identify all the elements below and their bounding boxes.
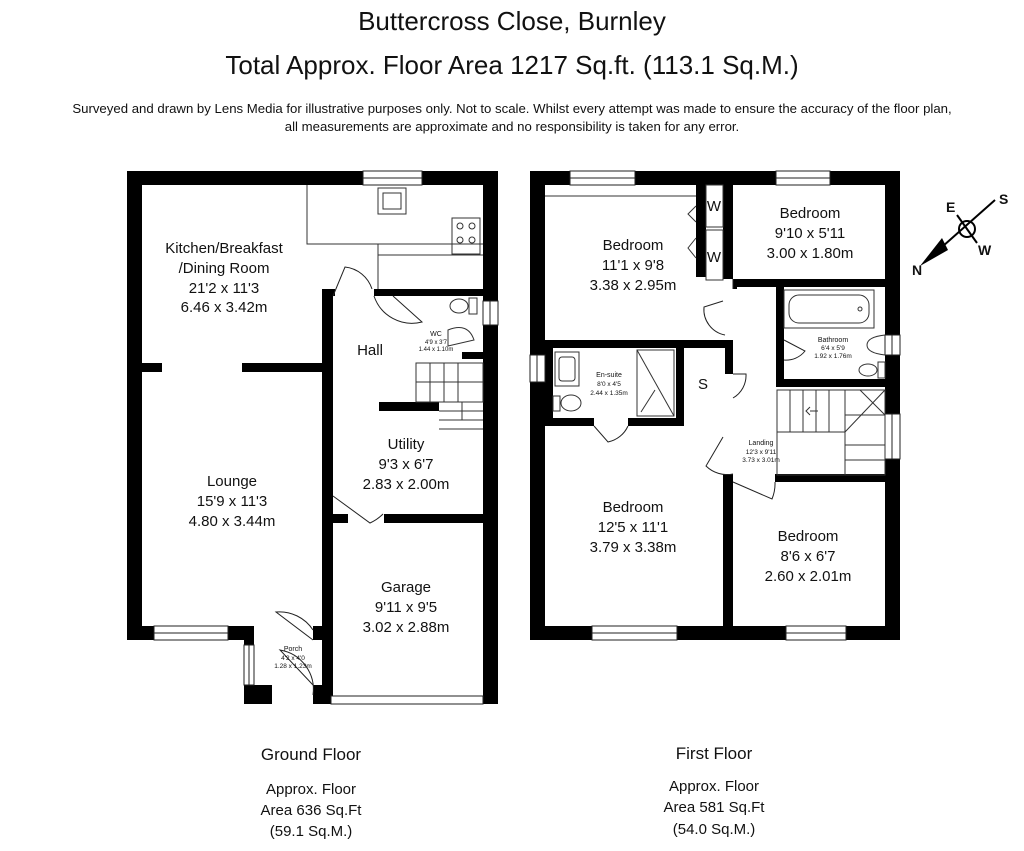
- bedroom-1-metric: 3.38 x 2.95m: [590, 277, 677, 294]
- utility-name: Utility: [388, 436, 425, 453]
- wc-imperial: 4'9 x 3'7: [425, 340, 448, 346]
- bedroom-4-imperial: 8'6 x 6'7: [781, 548, 836, 565]
- first-floor-area-3: (54.0 Sq.M.): [673, 821, 756, 838]
- wardrobe-2-label: W: [707, 249, 722, 266]
- landing-name: Landing: [749, 440, 774, 447]
- bedroom-2-metric: 3.00 x 1.80m: [767, 245, 854, 262]
- hall-name: Hall: [357, 342, 383, 359]
- landing-metric: 3.73 x 3.01m: [742, 457, 780, 464]
- porch-name: Porch: [284, 646, 302, 653]
- wc-metric: 1.44 x 1.10m: [419, 347, 454, 353]
- bathroom-fittings: [783, 289, 886, 379]
- compass-east: E: [946, 199, 955, 215]
- ground-floor-labels: Kitchen/Breakfast /Dining Room 21'2 x 11…: [165, 240, 453, 670]
- kitchen-metric: 6.46 x 3.42m: [181, 299, 268, 316]
- first-floor-caption: First Floor Approx. Floor Area 581 Sq.Ft…: [664, 744, 766, 838]
- bathroom-metric: 1.92 x 1.76m: [814, 353, 852, 360]
- store-label: S: [698, 376, 708, 393]
- kitchen-units: [306, 185, 483, 289]
- first-floor-area-2: Area 581 Sq.Ft: [664, 799, 766, 816]
- wardrobe-1-label: W: [707, 198, 722, 215]
- porch-metric: 1.28 x 1.23m: [274, 663, 312, 670]
- bedroom-3-metric: 3.79 x 3.38m: [590, 539, 677, 556]
- ground-floor-doors: [274, 266, 424, 696]
- first-floor-doors: [593, 279, 806, 500]
- compass-icon: N E S W: [912, 191, 1008, 278]
- bedroom-3-name: Bedroom: [603, 499, 664, 516]
- bedroom-2-name: Bedroom: [780, 205, 841, 222]
- bedroom-3-imperial: 12'5 x 11'1: [598, 519, 669, 536]
- lounge-name: Lounge: [207, 473, 257, 490]
- ground-floor-walls: [127, 171, 498, 704]
- kitchen-name-2: /Dining Room: [179, 260, 270, 277]
- disclaimer-line-1: Surveyed and drawn by Lens Media for ill…: [72, 101, 952, 116]
- first-floor-walls: [530, 171, 900, 640]
- kitchen-imperial: 21'2 x 11'3: [189, 280, 260, 297]
- compass-north: N: [912, 262, 922, 278]
- compass-west: W: [978, 242, 992, 258]
- utility-imperial: 9'3 x 6'7: [379, 456, 434, 473]
- ground-floor-caption: Ground Floor Approx. Floor Area 636 Sq.F…: [261, 745, 363, 840]
- ground-floor-label: Ground Floor: [261, 745, 361, 764]
- bedroom-1-imperial: 11'1 x 9'8: [602, 257, 664, 274]
- kitchen-name-1: Kitchen/Breakfast: [165, 240, 283, 257]
- ensuite-fittings: [552, 349, 675, 417]
- ground-floor-area-1: Approx. Floor: [266, 781, 356, 798]
- bedroom-2-imperial: 9'10 x 5'11: [775, 225, 846, 242]
- first-floor-labels: Bedroom 11'1 x 9'8 3.38 x 2.95m Bedroom …: [590, 198, 854, 585]
- bedroom-4-metric: 2.60 x 2.01m: [765, 568, 852, 585]
- wardrobe-outlines: [545, 184, 724, 281]
- lounge-metric: 4.80 x 3.44m: [189, 513, 276, 530]
- first-floor-label: First Floor: [676, 744, 753, 763]
- wc-fittings: [447, 297, 478, 347]
- total-floor-area: Total Approx. Floor Area 1217 Sq.ft. (11…: [225, 50, 799, 80]
- landing-imperial: 12'3 x 9'11: [746, 449, 777, 456]
- garage-imperial: 9'11 x 9'5: [375, 599, 437, 616]
- ground-floor-stairs: [415, 362, 484, 430]
- ensuite-name: En-suite: [596, 372, 622, 379]
- ensuite-imperial: 8'0 x 4'5: [597, 381, 621, 388]
- garage-name: Garage: [381, 579, 431, 596]
- first-floor-windows: [529, 170, 901, 641]
- ground-floor-plan: Kitchen/Breakfast /Dining Room 21'2 x 11…: [127, 170, 499, 840]
- ground-floor-windows: [153, 170, 499, 705]
- compass-south: S: [999, 191, 1008, 207]
- bedroom-4-name: Bedroom: [778, 528, 839, 545]
- first-floor-area-1: Approx. Floor: [669, 778, 759, 795]
- wc-name: WC: [430, 331, 442, 338]
- first-floor-plan: Bedroom 11'1 x 9'8 3.38 x 2.95m Bedroom …: [529, 170, 901, 838]
- bathroom-imperial: 6'4 x 5'9: [821, 345, 845, 352]
- porch-imperial: 4'2 x 4'0: [281, 655, 305, 662]
- disclaimer-line-2: all measurements are approximate and no …: [284, 119, 740, 134]
- utility-metric: 2.83 x 2.00m: [363, 476, 450, 493]
- bathroom-name: Bathroom: [818, 337, 849, 344]
- ensuite-metric: 2.44 x 1.35m: [590, 390, 628, 397]
- garage-metric: 3.02 x 2.88m: [363, 619, 450, 636]
- lounge-imperial: 15'9 x 11'3: [197, 493, 268, 510]
- ground-floor-area-3: (59.1 Sq.M.): [270, 823, 353, 840]
- bedroom-1-name: Bedroom: [603, 237, 664, 254]
- first-floor-stairs: [776, 389, 886, 476]
- plan-title: Buttercross Close, Burnley: [358, 6, 666, 36]
- ground-floor-area-2: Area 636 Sq.Ft: [261, 802, 363, 819]
